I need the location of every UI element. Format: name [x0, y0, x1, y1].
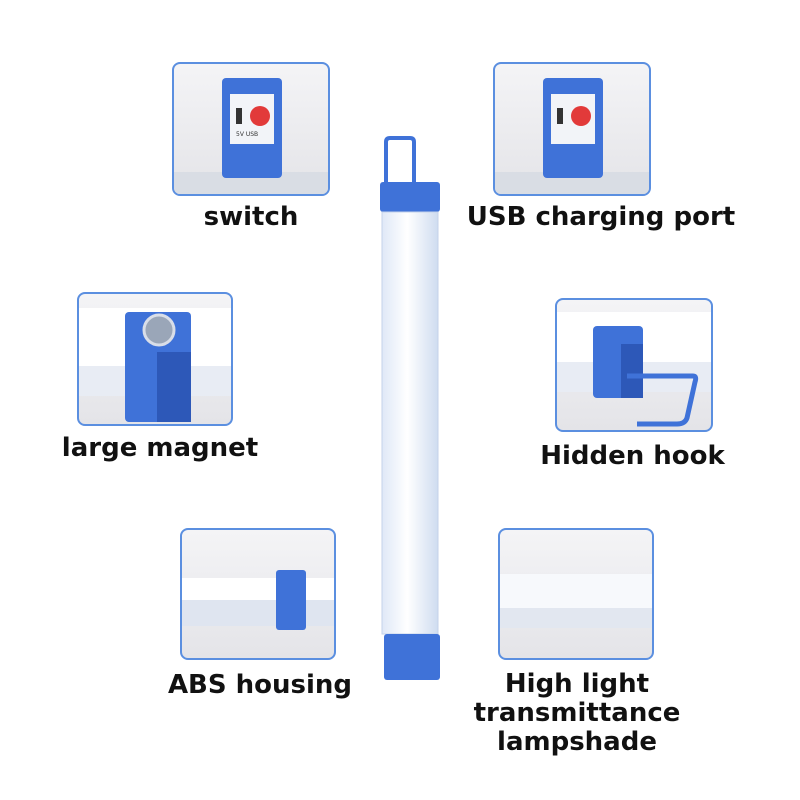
magnet-detail-image	[79, 308, 231, 422]
lampshade-label-line-3: lampshade	[497, 727, 657, 757]
switch-label: switch	[203, 202, 299, 232]
tube-top-cap	[380, 182, 440, 212]
switch-detail-image: 5V USB	[174, 78, 328, 194]
tube-hook	[384, 136, 416, 182]
led-tube-light	[380, 136, 440, 680]
housing-detail-panel	[180, 528, 336, 660]
hook-label: Hidden hook	[540, 441, 725, 471]
hook-detail-panel	[555, 298, 713, 432]
tube-body	[381, 211, 439, 635]
usb-port-label: USB charging port	[466, 202, 736, 232]
lampshade-label-line-2: transmittance	[473, 698, 681, 728]
usb-port-detail-image	[495, 78, 649, 194]
housing-label: ABS housing	[167, 670, 353, 700]
lampshade-detail-panel	[498, 528, 654, 660]
tube-bottom-cap	[384, 634, 440, 680]
magnet-label: large magnet	[61, 433, 259, 463]
hook-detail-image	[557, 312, 711, 427]
housing-detail-image	[182, 570, 334, 630]
lampshade-label-line-1: High light	[504, 669, 650, 699]
magnet-detail-panel	[77, 292, 233, 426]
lampshade-detail-image	[500, 574, 652, 628]
usb-port-detail-panel	[493, 62, 651, 196]
switch-detail-panel: 5V USB	[172, 62, 330, 196]
device-label: 5V USB	[236, 131, 258, 138]
